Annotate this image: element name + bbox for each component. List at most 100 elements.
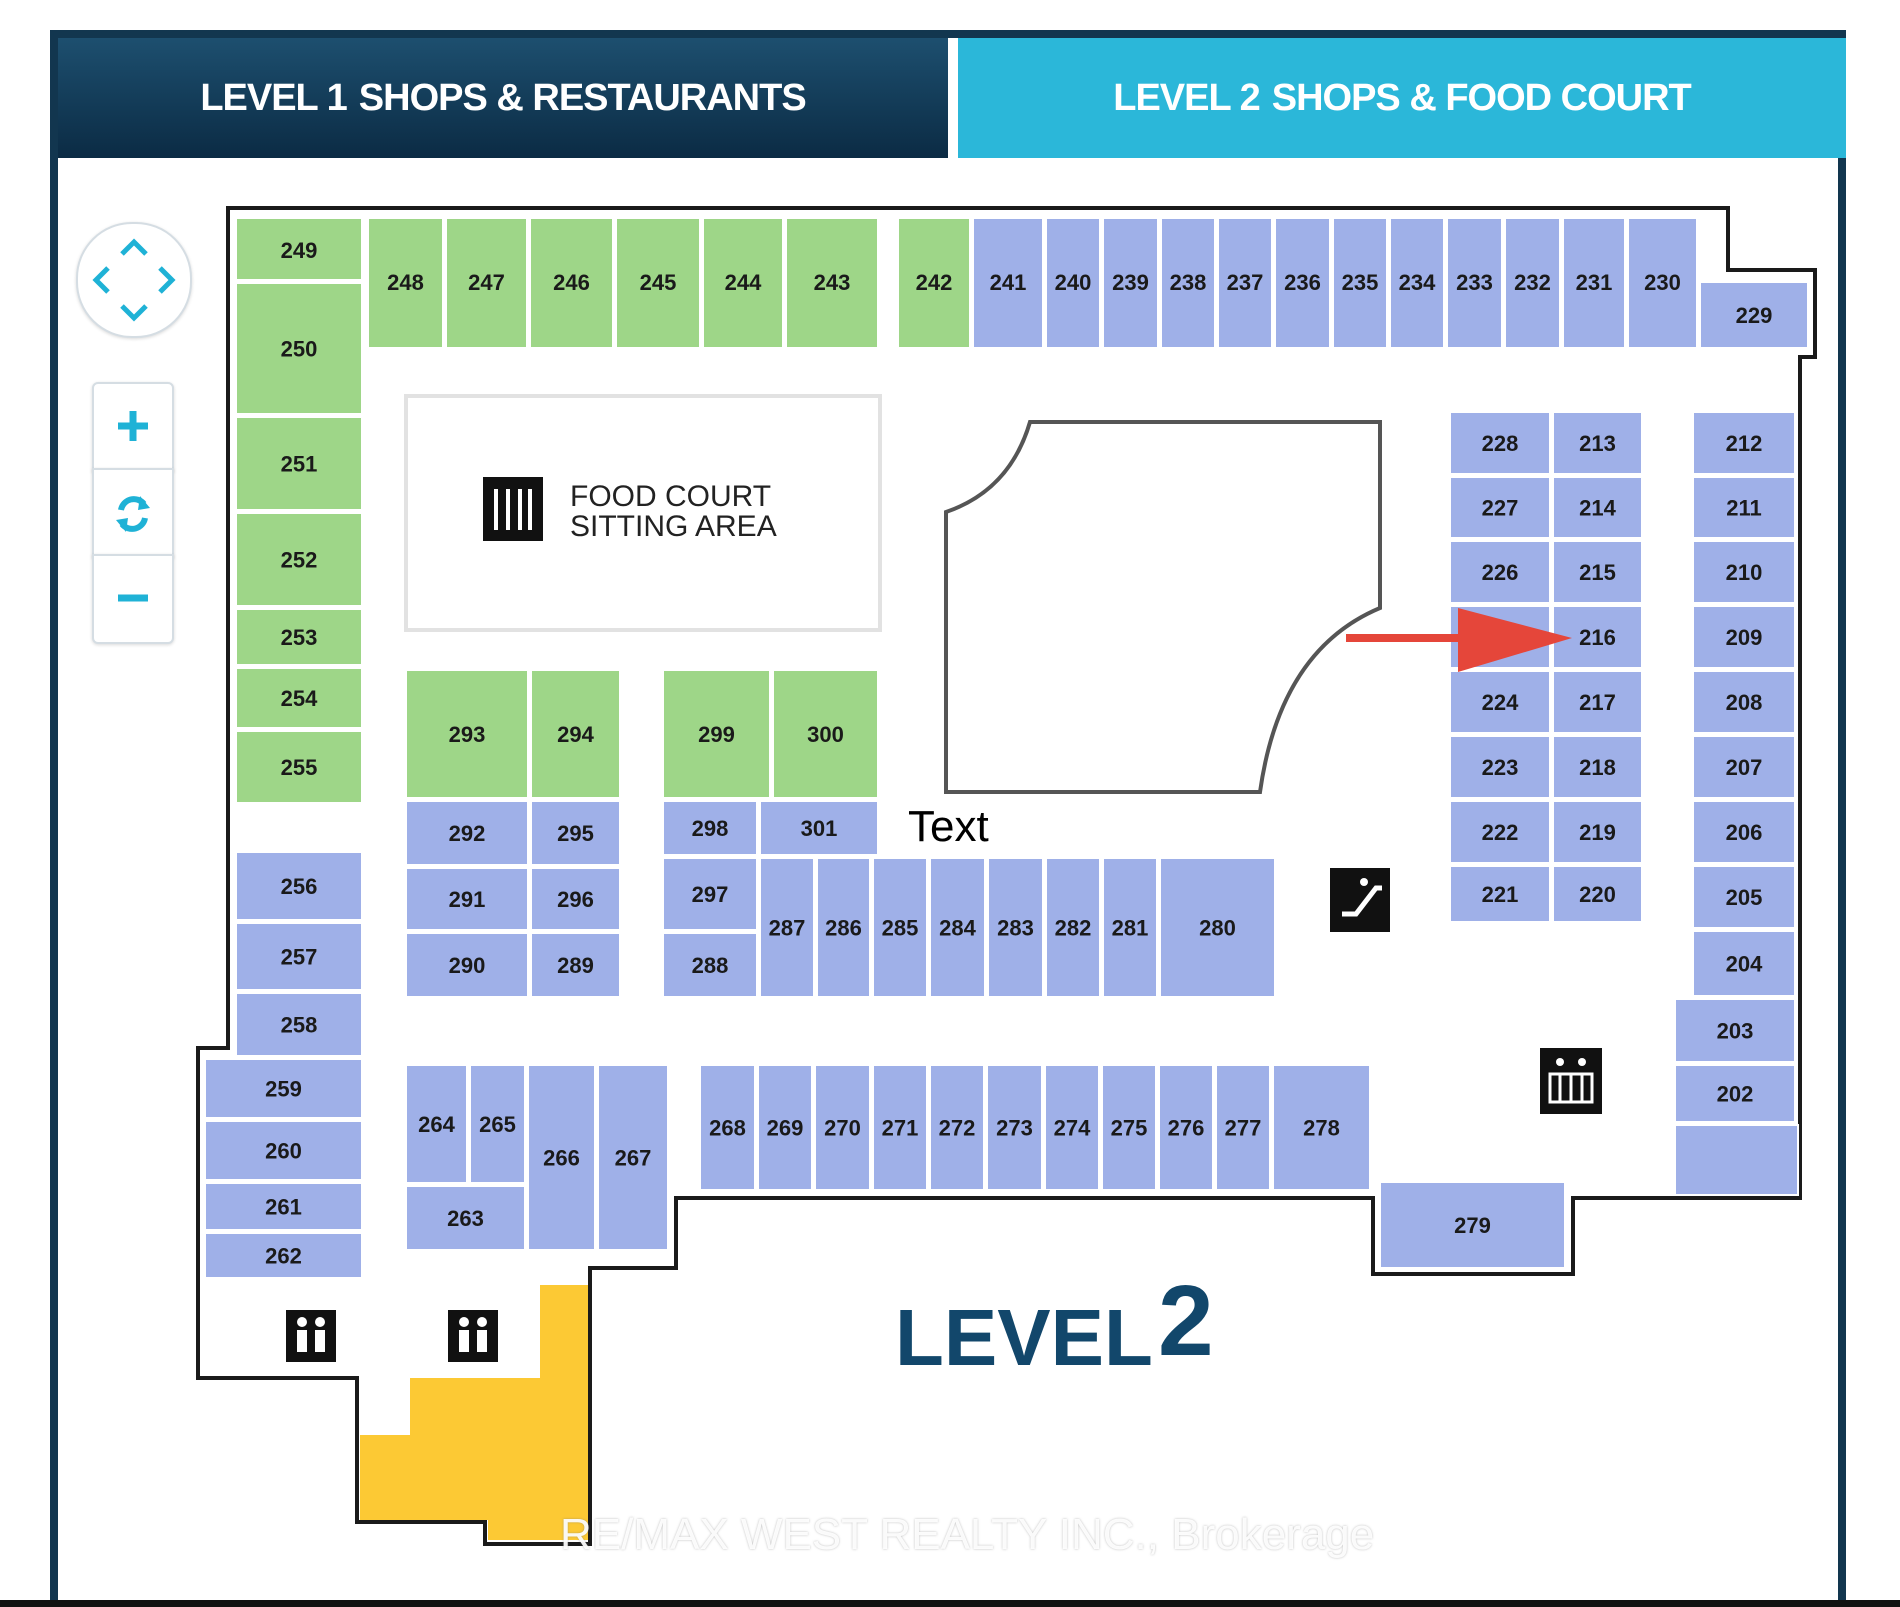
unit-246[interactable]: [529, 217, 614, 349]
unit-287[interactable]: [759, 857, 815, 998]
unit-275[interactable]: [1101, 1064, 1157, 1191]
unit-293[interactable]: [405, 669, 529, 799]
unit-237[interactable]: [1217, 217, 1273, 349]
unit-241[interactable]: [972, 217, 1044, 349]
unit-270[interactable]: [814, 1064, 871, 1191]
unit-231[interactable]: [1562, 217, 1626, 349]
unit-253[interactable]: [235, 608, 363, 666]
unit-235[interactable]: [1332, 217, 1388, 349]
unit-273[interactable]: [986, 1064, 1043, 1191]
unit-245[interactable]: [615, 217, 701, 349]
unit-252[interactable]: [235, 512, 363, 607]
unit-281[interactable]: [1102, 857, 1158, 998]
tab-level-2[interactable]: LEVEL 2 SHOPS & FOOD COURT: [958, 38, 1846, 158]
unit-249[interactable]: [235, 217, 363, 281]
unit-294[interactable]: [530, 669, 621, 799]
unit-227[interactable]: [1449, 476, 1551, 539]
unit-212[interactable]: [1692, 411, 1796, 475]
unit-221[interactable]: [1449, 865, 1551, 923]
unit-263[interactable]: [405, 1185, 526, 1251]
unit-211[interactable]: [1692, 476, 1796, 539]
unit-271[interactable]: [872, 1064, 928, 1191]
unit-290[interactable]: [405, 932, 529, 998]
unit-206[interactable]: [1692, 800, 1796, 864]
unit-254[interactable]: [235, 667, 363, 729]
unit-260[interactable]: [204, 1120, 363, 1181]
unit-248[interactable]: [367, 217, 444, 349]
zoom-out-button[interactable]: [92, 554, 174, 644]
unit-251[interactable]: [235, 416, 363, 511]
unit-278[interactable]: [1272, 1064, 1371, 1191]
tab-level-1[interactable]: LEVEL 1 SHOPS & RESTAURANTS: [58, 38, 948, 158]
unit-207[interactable]: [1692, 735, 1796, 799]
unit-236[interactable]: [1274, 217, 1331, 349]
unit-276[interactable]: [1158, 1064, 1214, 1191]
unit-229[interactable]: [1699, 281, 1809, 349]
unit-228[interactable]: [1449, 411, 1551, 475]
unit-204[interactable]: [1692, 930, 1796, 997]
unit-288[interactable]: [662, 932, 758, 998]
unit-210[interactable]: [1692, 540, 1796, 604]
unit-256[interactable]: [235, 851, 363, 921]
unit-264[interactable]: [405, 1064, 468, 1184]
unit-286[interactable]: [816, 857, 871, 998]
unit-239[interactable]: [1102, 217, 1159, 349]
unit-274[interactable]: [1044, 1064, 1100, 1191]
refresh-button[interactable]: [92, 468, 174, 558]
unit-217[interactable]: [1552, 670, 1643, 734]
unit-262[interactable]: [204, 1232, 363, 1279]
unit-268[interactable]: [699, 1064, 756, 1191]
unit-202[interactable]: [1674, 1064, 1796, 1123]
unit-224[interactable]: [1449, 670, 1551, 734]
unit-219[interactable]: [1552, 800, 1643, 864]
unit-234[interactable]: [1389, 217, 1445, 349]
unit-226[interactable]: [1449, 540, 1551, 604]
unit-244[interactable]: [702, 217, 784, 349]
unit-283[interactable]: [987, 857, 1044, 998]
unit-291[interactable]: [405, 867, 529, 931]
unit-255[interactable]: [235, 730, 363, 804]
unit-301[interactable]: [759, 800, 879, 856]
unit-223[interactable]: [1449, 735, 1551, 799]
unit-299[interactable]: [662, 669, 771, 799]
unit-238[interactable]: [1160, 217, 1216, 349]
zoom-in-button[interactable]: [92, 382, 174, 472]
unit-292[interactable]: [405, 800, 529, 866]
unit-232[interactable]: [1504, 217, 1561, 349]
unit-258[interactable]: [235, 992, 363, 1057]
unit-250[interactable]: [235, 282, 363, 415]
unit-242[interactable]: [897, 217, 971, 349]
unit-247[interactable]: [445, 217, 528, 349]
unit-215[interactable]: [1552, 540, 1643, 604]
unit-214[interactable]: [1552, 476, 1643, 539]
unit-218[interactable]: [1552, 735, 1643, 799]
unit-259[interactable]: [204, 1058, 363, 1119]
unit-261[interactable]: [204, 1182, 363, 1231]
unit-300[interactable]: [772, 669, 879, 799]
unit-243[interactable]: [785, 217, 879, 349]
unit-208[interactable]: [1692, 670, 1796, 734]
unit-213[interactable]: [1552, 411, 1643, 475]
unit-209[interactable]: [1692, 605, 1796, 669]
unit-272[interactable]: [929, 1064, 985, 1191]
unit-295[interactable]: [530, 800, 621, 866]
unit-289[interactable]: [530, 932, 621, 998]
unit-220[interactable]: [1552, 865, 1643, 923]
unit-277[interactable]: [1215, 1064, 1271, 1191]
unit-284[interactable]: [929, 857, 986, 998]
unit-266[interactable]: [527, 1064, 596, 1251]
unit-296[interactable]: [530, 867, 621, 931]
unit-280[interactable]: [1159, 857, 1276, 998]
unit-265[interactable]: [469, 1064, 526, 1184]
pan-control[interactable]: [76, 222, 192, 338]
unit-233[interactable]: [1446, 217, 1503, 349]
unit-230[interactable]: [1627, 217, 1698, 349]
unit-298[interactable]: [662, 800, 758, 856]
unit-240[interactable]: [1045, 217, 1101, 349]
unit-203[interactable]: [1674, 998, 1796, 1063]
unit-205[interactable]: [1692, 865, 1796, 929]
unit-222[interactable]: [1449, 800, 1551, 864]
unit-269[interactable]: [757, 1064, 813, 1191]
unit-267[interactable]: [597, 1064, 669, 1251]
unit-257[interactable]: [235, 922, 363, 991]
